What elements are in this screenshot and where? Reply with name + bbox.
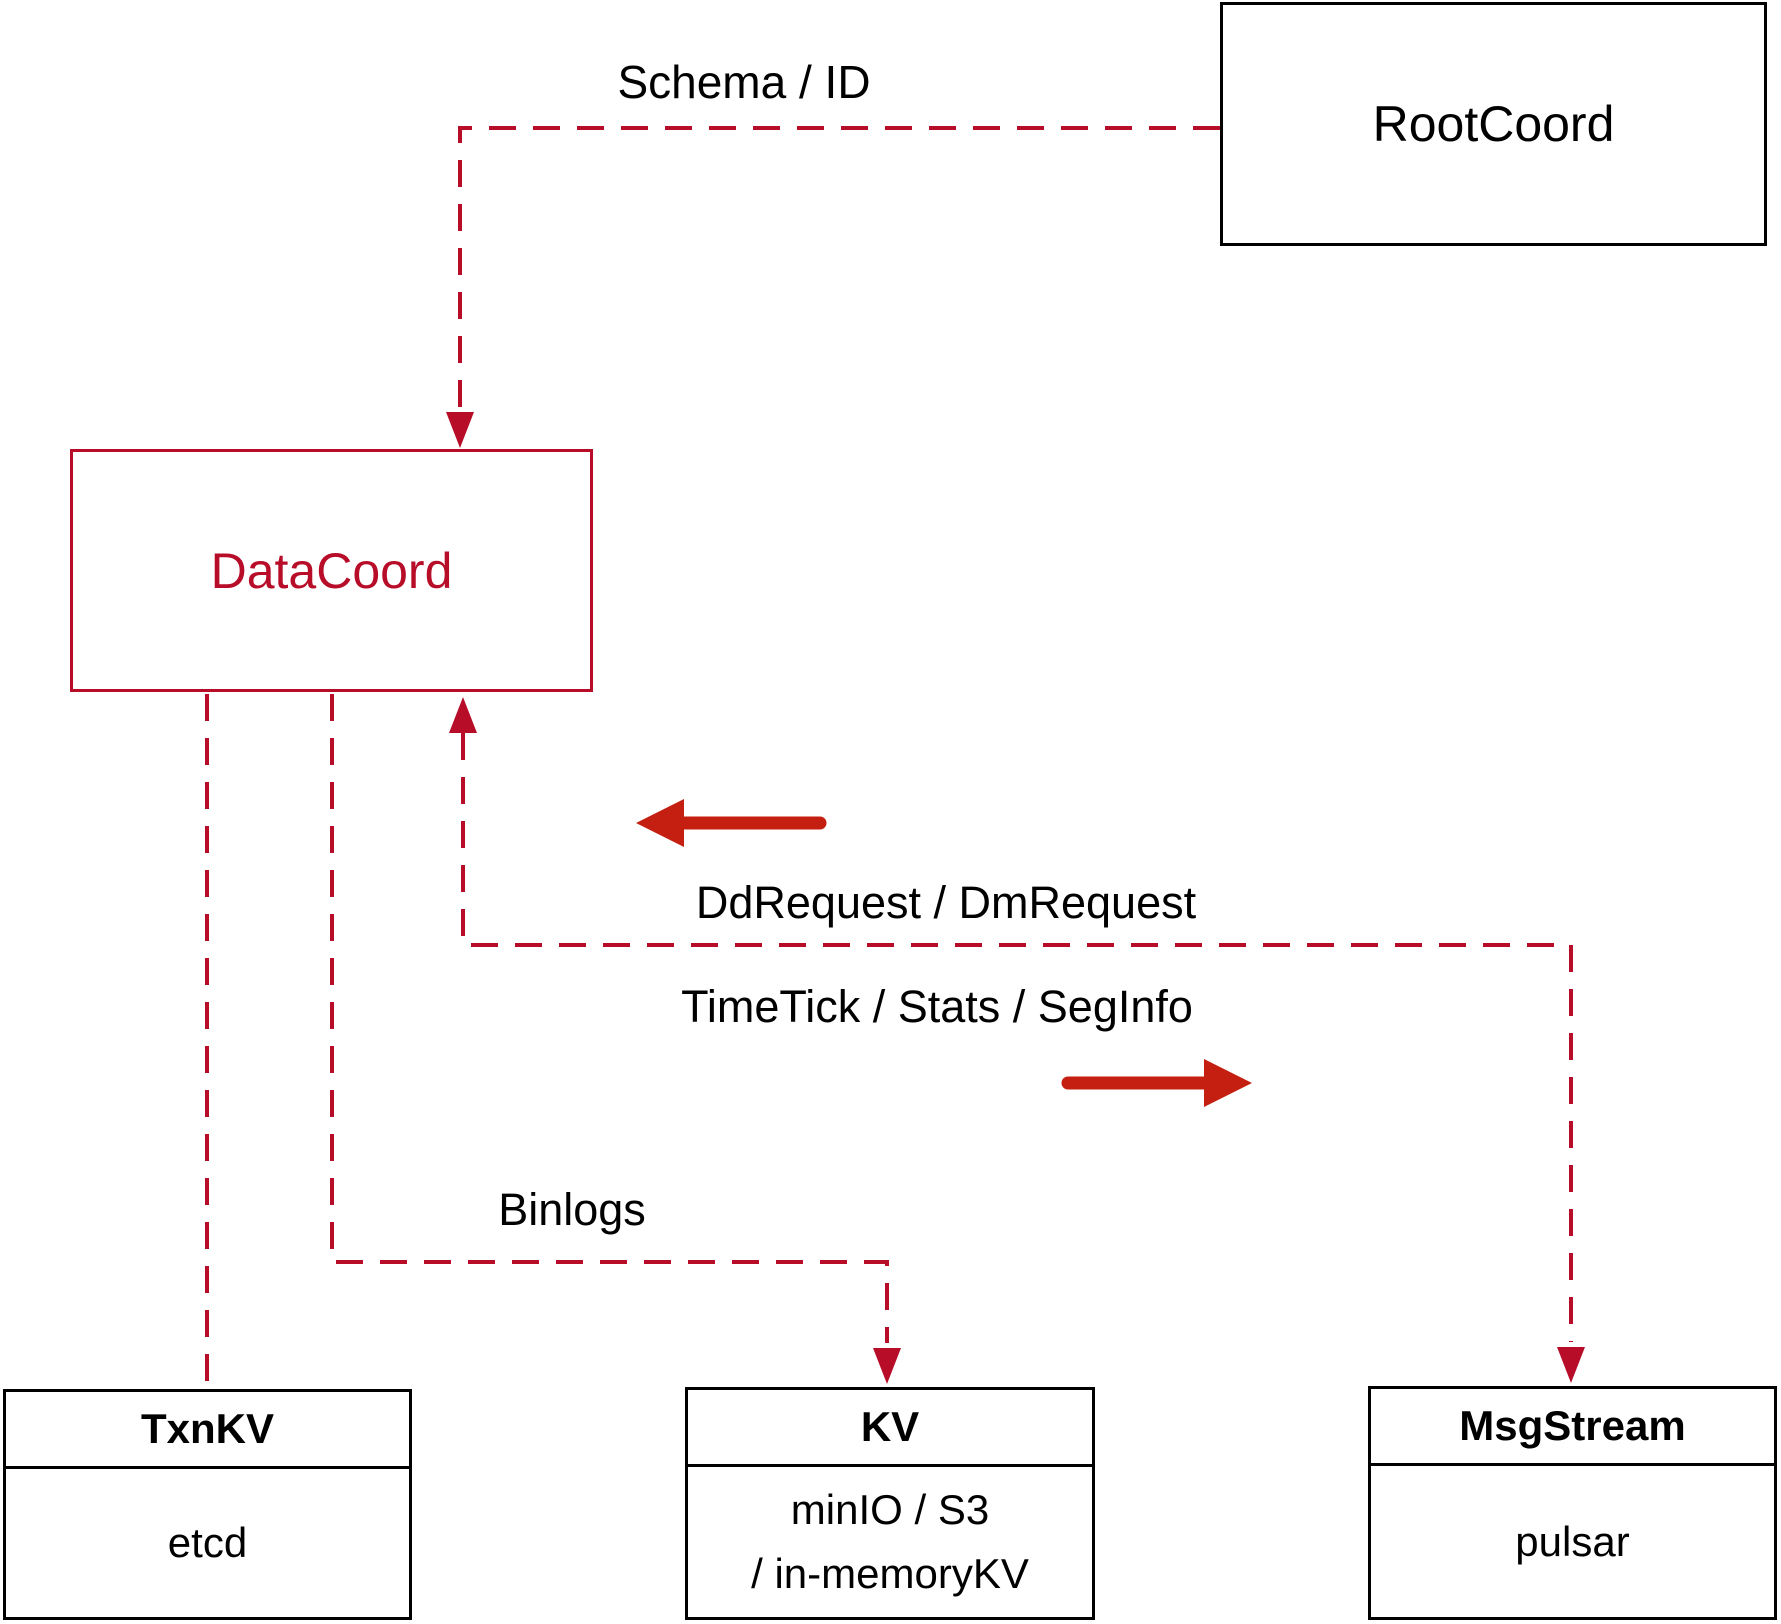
- msgstream-title: MsgStream: [1371, 1389, 1774, 1466]
- kv-value-line1: minIO / S3: [790, 1486, 990, 1533]
- ddrequest-edge-label: DdRequest / DmRequest: [695, 877, 1197, 928]
- arrow-right-icon: [1061, 1059, 1252, 1107]
- datacoord-label: DataCoord: [210, 542, 453, 599]
- arrow-down-icon: [873, 1348, 901, 1384]
- txnkv-value: etcd: [167, 1519, 248, 1566]
- rootcoord-label: RootCoord: [1372, 96, 1615, 152]
- rootcoord-node: RootCoord: [1220, 2, 1767, 246]
- arrow-left-icon: [636, 799, 827, 847]
- ddrequest-connector: [461, 733, 1573, 1342]
- arrow-up-icon: [449, 697, 477, 733]
- txnkv-node: TxnKV etcd: [3, 1389, 412, 1620]
- txnkv-title: TxnKV: [6, 1392, 409, 1469]
- kv-value-line2: / in-memoryKV: [751, 1550, 1029, 1597]
- kv-title: KV: [688, 1390, 1092, 1467]
- arrow-down-icon: [446, 412, 474, 448]
- msgstream-value: pulsar: [1515, 1517, 1630, 1565]
- msgstream-node: MsgStream pulsar: [1368, 1386, 1777, 1620]
- schema-id-edge-label: Schema / ID: [617, 56, 871, 108]
- arrow-down-icon: [1557, 1347, 1585, 1383]
- schema-id-connector: [458, 126, 1220, 411]
- timetick-edge-label: TimeTick / Stats / SegInfo: [681, 981, 1193, 1032]
- binlogs-connector: [330, 694, 889, 1343]
- datacoord-node: DataCoord: [70, 449, 593, 692]
- binlogs-edge-label: Binlogs: [498, 1184, 646, 1235]
- kv-node: KV minIO / S3 / in-memoryKV: [685, 1387, 1095, 1620]
